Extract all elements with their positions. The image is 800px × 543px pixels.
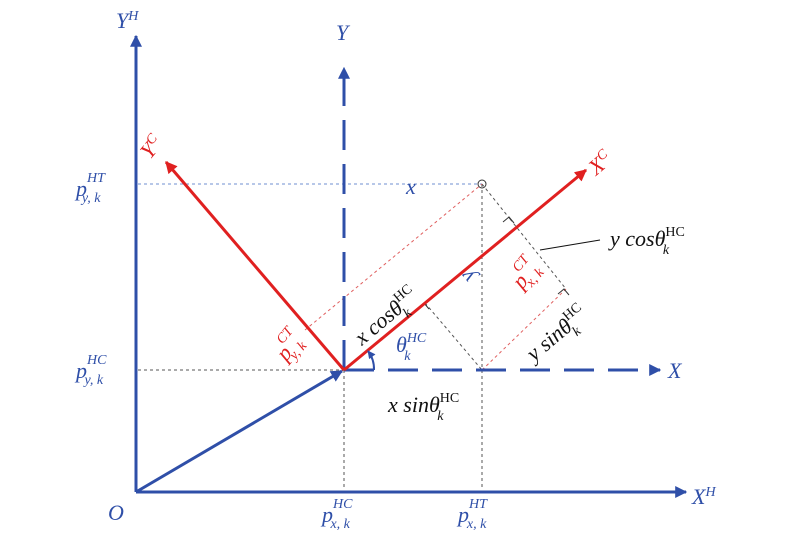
right-angle-mark-1 bbox=[502, 216, 515, 224]
target-point bbox=[477, 179, 487, 189]
right-angle-marks bbox=[417, 216, 570, 310]
y-sin-theta-label: y sinθHCk bbox=[519, 300, 596, 372]
guide-perp-y-red bbox=[509, 218, 567, 290]
vector-O-to-HC bbox=[135, 369, 344, 494]
axis-YH-label: YH bbox=[116, 8, 139, 33]
axis-YC bbox=[164, 161, 346, 371]
axis-Y-label: Y bbox=[336, 20, 351, 45]
guide-ysin-red bbox=[481, 288, 567, 371]
x-variable-label: x bbox=[405, 174, 416, 199]
axis-YC-label: YC bbox=[135, 130, 168, 163]
theta-arc bbox=[367, 350, 376, 371]
right-angle-mark-2 bbox=[557, 288, 570, 296]
p-yk-CT-label: pCTy, k bbox=[266, 323, 313, 370]
origin-label: O bbox=[108, 500, 124, 525]
axis-XC bbox=[343, 168, 587, 372]
axis-XC-label: XC bbox=[582, 146, 617, 181]
axis-X-label: X bbox=[667, 358, 683, 383]
guide-lines bbox=[138, 183, 567, 490]
guide-xsin-perp bbox=[424, 302, 483, 371]
guide-target-to-XC bbox=[481, 183, 511, 220]
y-cos-leader-line bbox=[539, 239, 601, 251]
guide-pyCT-parallel bbox=[304, 183, 483, 331]
axis-XH-label: XH bbox=[691, 484, 716, 509]
